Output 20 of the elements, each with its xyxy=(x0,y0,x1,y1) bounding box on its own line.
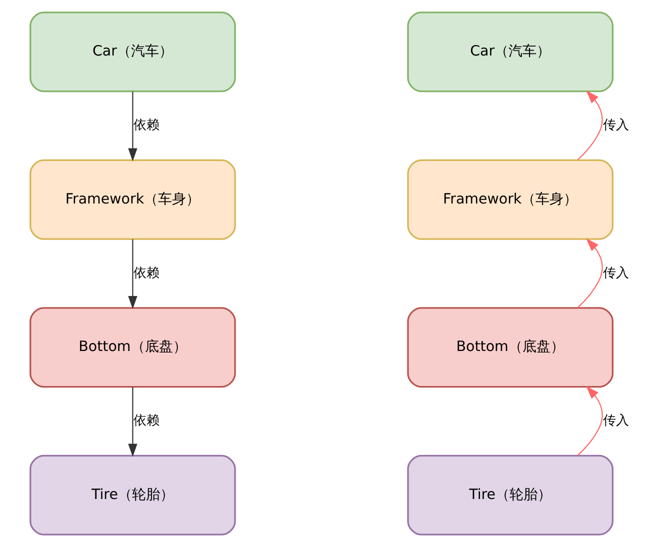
arrow xyxy=(577,90,603,160)
arrow xyxy=(577,238,603,308)
node-box: Framework（车身） xyxy=(407,159,614,240)
arrow xyxy=(128,387,138,457)
arrow xyxy=(577,386,603,456)
edge-label: 传入 xyxy=(602,414,629,429)
arrow xyxy=(128,239,138,310)
edge-label: 传入 xyxy=(602,266,629,281)
node-box: Car（汽车） xyxy=(407,12,614,92)
edge-label: 依赖 xyxy=(133,266,160,281)
edge-label: 依赖 xyxy=(133,118,160,134)
arrow xyxy=(128,92,138,162)
node-box: Bottom（底盘） xyxy=(407,307,614,388)
node-box: Bottom（底盘） xyxy=(30,307,236,388)
node-box: Car（汽车） xyxy=(30,12,236,92)
edge-label: 传入 xyxy=(602,118,629,134)
node-box: Tire（轮胎） xyxy=(407,454,614,536)
edge-label: 依赖 xyxy=(133,414,160,429)
node-box: Tire（轮胎） xyxy=(30,454,236,536)
node-box: Framework（车身） xyxy=(30,159,236,240)
